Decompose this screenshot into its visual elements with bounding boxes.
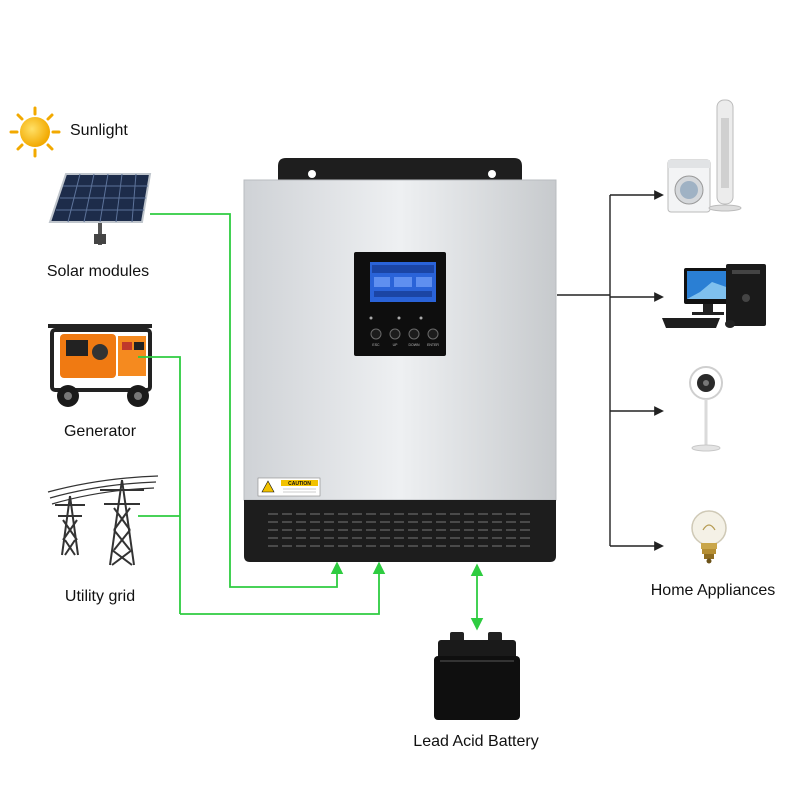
down-label: DOWN (408, 343, 420, 347)
sun-icon (9, 106, 61, 158)
up-label: UP (393, 343, 399, 347)
grid-label: Utility grid (64, 588, 136, 605)
circulation-fan-icon (689, 366, 723, 452)
caution-text: CAUTION (288, 481, 311, 487)
solar-panel-icon (48, 173, 152, 245)
panel-buttons (370, 328, 439, 340)
light-bulb-icon (691, 510, 727, 564)
up-button (389, 328, 401, 340)
input-flow-lines (138, 213, 484, 631)
solar-flow-line (150, 213, 344, 588)
caution-label: CAUTION (257, 477, 321, 497)
battery-label: Lead Acid Battery (413, 733, 539, 750)
sunlight-label: Sunlight (70, 122, 128, 139)
ac-input-flow-line (180, 561, 386, 615)
esc-label: ESC (372, 343, 380, 347)
control-panel: ESC UP DOWN ENTER (354, 252, 446, 356)
appliances-label: Home Appliances (650, 582, 776, 599)
washer-and-fan-icon (667, 99, 742, 213)
desktop-computer-icon (662, 264, 766, 328)
down-button (408, 328, 420, 340)
battery-icon (434, 632, 520, 720)
utility-grid-icon (47, 475, 159, 566)
enter-button (427, 328, 439, 340)
esc-button (370, 328, 382, 340)
vent-grille (268, 513, 532, 547)
inverter-unit: CAUTION E (243, 158, 557, 562)
solar-label: Solar modules (46, 263, 150, 280)
enter-label: ENTER (427, 343, 439, 347)
generator-flow-line (138, 356, 181, 614)
generator-label: Generator (63, 423, 137, 440)
generator-icon (48, 324, 152, 407)
output-lines (557, 190, 664, 551)
